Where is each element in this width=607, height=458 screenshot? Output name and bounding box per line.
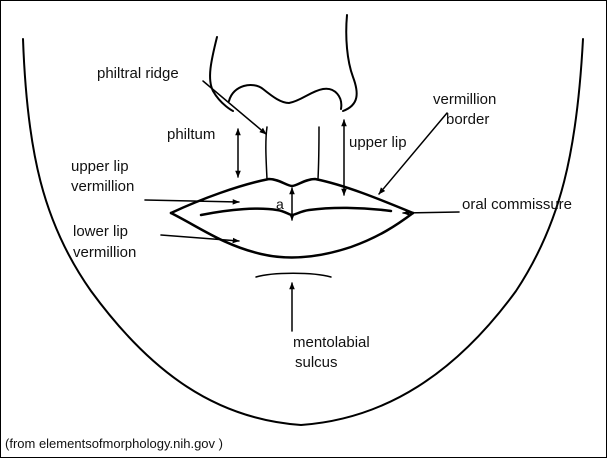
label-upper-lip-vermillion-line2: vermillion [71,178,134,195]
source-caption: (from elementsofmorphology.nih.gov ) [5,436,223,451]
label-a: a [276,196,284,212]
label-vermillion-border-line2: border [446,111,489,128]
arrow-upper-lip-vermillion [145,200,239,202]
label-mentolabial-sulcus-line2: sulcus [295,354,338,371]
nose [210,15,357,111]
label-mentolabial-sulcus-line1: mentolabial [293,334,370,351]
label-philtral-ridge: philtral ridge [97,65,179,82]
arrow-oral-commissure [403,212,459,213]
philtral-ridge-left [266,127,267,179]
label-upper-lip: upper lip [349,134,407,151]
label-vermillion-border-line1: vermillion [433,91,496,108]
label-philtum: philtum [167,126,215,143]
label-lower-lip-vermillion-line1: lower lip [73,223,128,240]
arrow-lower-lip-vermillion [161,235,239,241]
mentolabial-sulcus [256,273,331,277]
label-lower-lip-vermillion-line2: vermillion [73,244,136,261]
label-oral-commissure: oral commissure [462,196,572,213]
label-upper-lip-vermillion-line1: upper lip [71,158,129,175]
mouth-line [201,208,391,215]
arrow-vermillion-border [379,113,447,194]
philtral-ridge-right [318,127,319,179]
